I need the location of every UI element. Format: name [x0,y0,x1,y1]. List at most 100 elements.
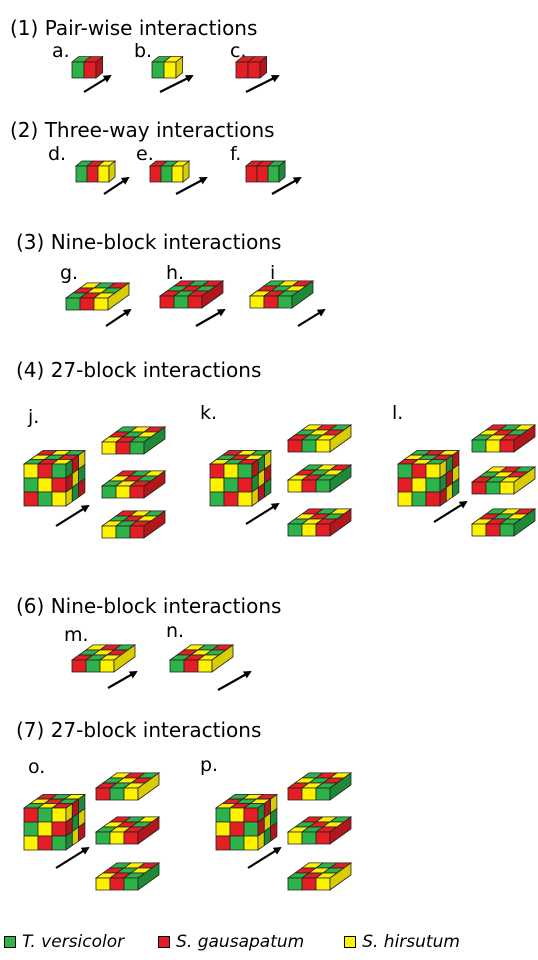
cube-p-front-cell [243,835,259,851]
panel-label-i: i [270,262,276,284]
block-three-f [244,160,287,183]
cube-l [396,449,461,507]
slab-k-3-front-cell [287,523,303,537]
cube-k-front-cell [209,491,225,507]
slab-p-1-front-cell [287,787,303,801]
slab-h-front-cell [187,295,203,309]
block-pair-b [150,55,184,79]
arrow-j [55,504,90,527]
slab-n-front-cell [197,659,213,673]
cube-p-front-cell [215,835,231,851]
slab-m-front-cell [99,659,115,673]
cube-l-front-cell [397,477,413,493]
slab-g-front-cell [65,297,81,311]
block-three-e [148,160,191,183]
slab-o-2-side [137,816,160,845]
slab-j-3-front-cell [101,525,117,539]
block-three-f-face-0 [245,165,258,183]
block-three-d [74,160,117,183]
cube-o-front-cell [51,821,67,837]
cube-p-side-cell [270,821,278,842]
slab-p-3 [286,862,353,891]
slab-n [168,644,235,673]
cube-j-front-cell [37,463,53,479]
slab-j-1 [100,426,167,455]
arrow-f [271,177,302,195]
slab-j-1-front-cell [115,441,131,455]
block-three-f-side [278,160,286,183]
slab-l-1-front-cell [499,439,515,453]
slab-k-1-side [329,424,352,453]
slab-k-1-front-cell [301,439,317,453]
slab-m-side [113,644,136,673]
cube-o-front-cell [51,835,67,851]
cube-k-front-cell [237,463,253,479]
section-heading-2: (2) Three-way interactions [10,118,275,142]
slab-h-front-cell [173,295,189,309]
slab-p-1-side [329,772,352,801]
panel-label-e: e. [136,143,154,165]
arrow-g [105,308,132,327]
slab-p-2-front-cell [301,831,317,845]
slab-j-1-front-cell [101,441,117,455]
block-three-e-face-2 [171,165,184,183]
cube-p [214,793,279,851]
cube-l-front-cell [411,477,427,493]
block-pair-b-side [175,55,184,79]
cube-j-front-cell [37,491,53,507]
cube-o-front-cell [37,821,53,837]
slab-n-side [211,644,234,673]
cube-k [208,449,273,507]
cube-j-front-cell [51,491,67,507]
cube-p-front-cell [229,821,245,837]
cube-o [22,793,87,851]
panel-label-l: l. [392,402,404,424]
slab-p-2-side [329,816,352,845]
arrow-c [245,75,280,93]
slab-j-2-front-cell [101,485,117,499]
slab-o-3-front-cell [95,877,111,891]
section-heading-6: (6) Nine-block interactions [16,594,282,618]
block-three-e-side [182,160,190,183]
slab-l-2-front-cell [471,481,487,495]
cube-o-front-cell [23,821,39,837]
cube-k-front-cell [223,491,239,507]
red-swatch-icon [158,936,171,948]
slab-o-2-front-cell [123,831,139,845]
slab-i-front-cell [249,295,265,309]
cube-k-front-cell [223,477,239,493]
block-three-e-face-1 [160,165,173,183]
arrow-n [217,671,252,691]
cube-k-front-cell [237,477,253,493]
slab-o-1-front-cell [109,787,125,801]
slab-k-2-front-cell [315,479,331,493]
cube-l-front-cell [397,491,413,507]
cube-j-front-cell [37,477,53,493]
green-swatch-icon [4,936,16,948]
slab-o-1-side [137,772,160,801]
slab-m-front-cell [85,659,101,673]
block-three-d-side [108,160,116,183]
slab-k-3 [286,508,353,537]
slab-g-front-cell [93,297,109,311]
slab-p-3-front-cell [287,877,303,891]
section-heading-3: (3) Nine-block interactions [16,230,282,254]
slab-i-side [291,280,314,309]
slab-j-2-front-cell [115,485,131,499]
block-three-d-face-2 [97,165,110,183]
cube-o-front-cell [23,807,39,823]
slab-k-1 [286,424,353,453]
block-pair-a-side [95,55,103,79]
block-three-d-face-1 [86,165,99,183]
slab-l-3-front-cell [499,523,515,537]
slab-o-3-front-cell [109,877,125,891]
panel-label-c: c. [230,40,247,62]
slab-i [248,280,315,309]
slab-p-3-front-cell [315,877,331,891]
block-pair-a-face-0 [71,61,85,79]
block-three-e-face-0 [149,165,162,183]
block-pair-c-side [259,55,268,79]
slab-p-3-front-cell [301,877,317,891]
cube-l-side-cell [452,477,460,498]
